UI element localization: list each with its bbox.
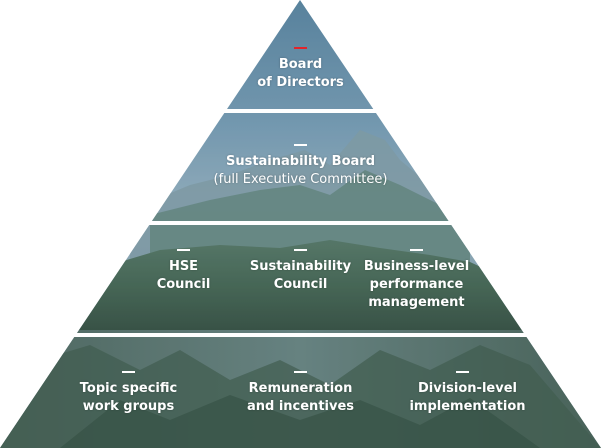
divider-dash-icon bbox=[294, 144, 307, 146]
divider-dash-icon bbox=[294, 249, 307, 251]
tier-second-title: Sustainability Board bbox=[225, 154, 376, 169]
tier-third-item-3: Business-level performance management bbox=[363, 259, 470, 310]
divider-dash-icon bbox=[410, 249, 423, 251]
accent-dash-icon bbox=[294, 47, 307, 49]
tier-bottom-item-1: Topic specific work groups bbox=[79, 381, 178, 414]
divider-dash-icon bbox=[456, 371, 469, 373]
tier-third-item-1: HSE Council bbox=[156, 259, 211, 292]
divider-dash-icon bbox=[177, 249, 190, 251]
divider-dash-icon bbox=[294, 371, 307, 373]
tier-top-label: Board of Directors bbox=[257, 57, 344, 90]
tier-bottom-item-2: Remuneration and incentives bbox=[246, 381, 355, 414]
divider-dash-icon bbox=[122, 371, 135, 373]
tier-second-subtitle: (full Executive Committee) bbox=[213, 172, 388, 187]
tier-third-item-2: Sustainability Council bbox=[249, 259, 352, 292]
tier-bottom-item-3: Division-level implementation bbox=[409, 381, 526, 414]
